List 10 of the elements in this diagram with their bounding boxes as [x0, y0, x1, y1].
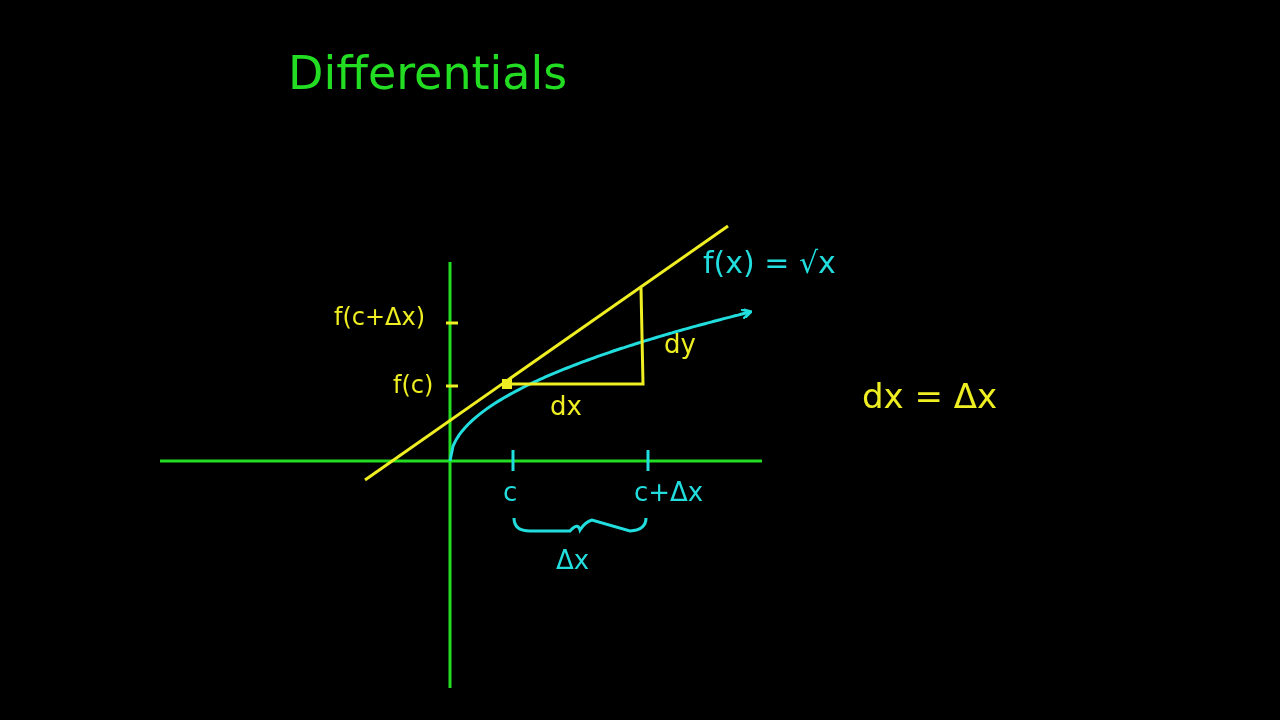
equation-text: dx = Δx: [862, 378, 998, 416]
function-label: f(x) = √x: [703, 246, 836, 279]
segment-label: dy: [664, 330, 696, 359]
title-text: Differentials: [288, 48, 568, 99]
axis-label: f(c): [393, 372, 434, 399]
segment-label: Δx: [556, 546, 590, 575]
tick-label: c+Δx: [634, 478, 704, 507]
tick-label: c: [503, 478, 518, 507]
axis-label: f(c+Δx): [334, 304, 426, 331]
segment-label: dx: [550, 392, 582, 421]
